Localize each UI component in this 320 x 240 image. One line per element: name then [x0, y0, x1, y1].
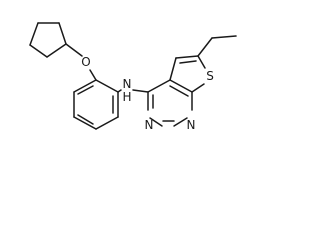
- pyrimidine-nitrogen-n1-label: N: [187, 118, 196, 132]
- pyrimidine-ring: [147, 79, 193, 127]
- ethyl-group: [197, 35, 237, 57]
- cyclopentyl-ring: [29, 22, 67, 58]
- benzene-ring: [73, 79, 119, 130]
- pyrimidine-nitrogen-n3-label: N: [145, 118, 154, 132]
- oxygen-atom-label: O: [81, 55, 90, 69]
- amine-hydrogen-label: H: [122, 90, 131, 104]
- ether-bonds: [65, 43, 97, 81]
- sulfur-atom-label: S: [206, 69, 214, 83]
- thiophene-ring: [169, 55, 206, 93]
- amine-bonds: [117, 89, 149, 93]
- molecule-structure: O N H S N N: [29, 22, 237, 132]
- amine-nitrogen-label: N: [123, 77, 132, 91]
